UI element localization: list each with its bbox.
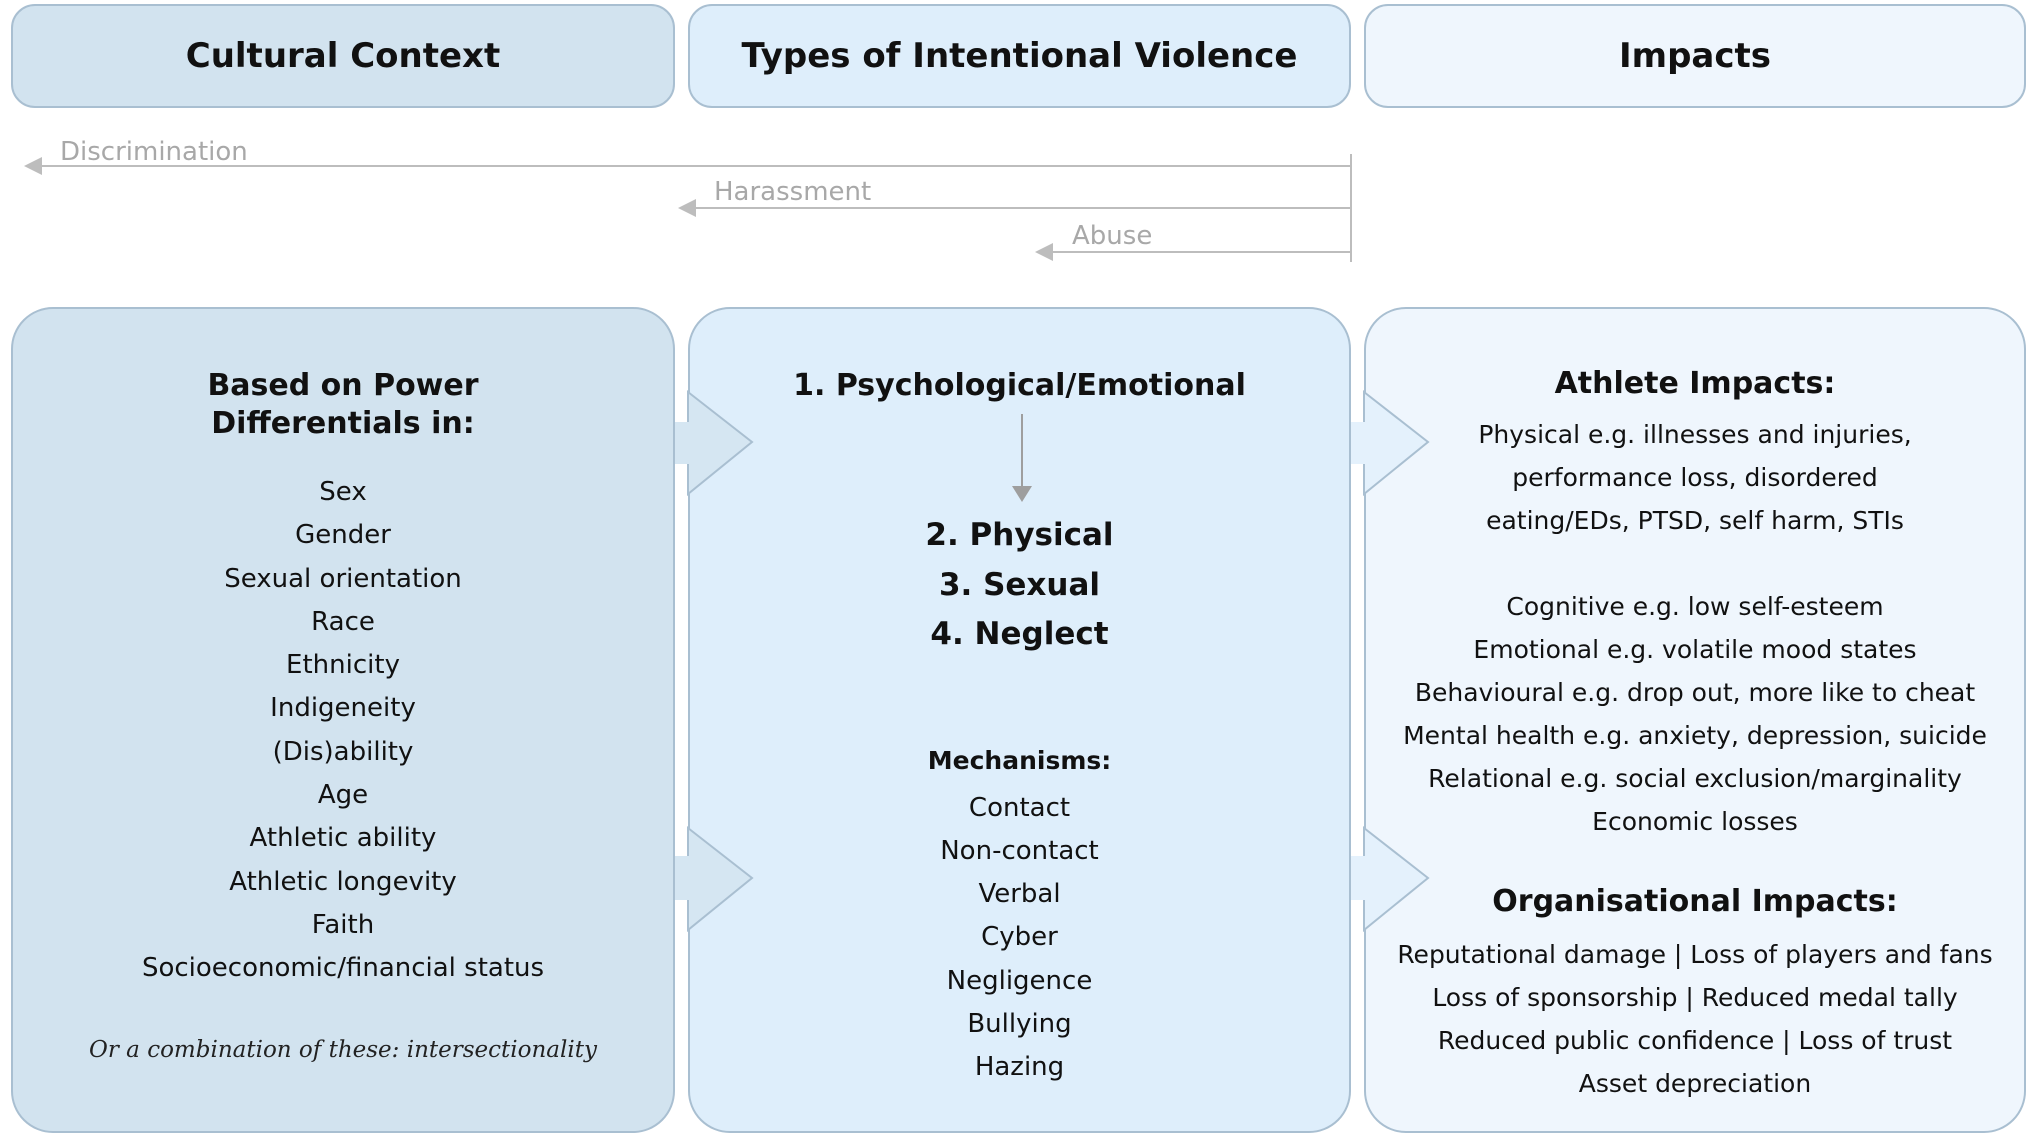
list-item: performance loss, disordered [1512,463,1878,492]
athlete-impacts-physical: Physical e.g. illnesses and injuries, pe… [1366,413,2024,542]
header-types-of-violence: Types of Intentional Violence [688,4,1351,108]
list-item: Ethnicity [286,650,400,681]
list-item: Indigeneity [270,693,416,724]
athlete-impacts-other: Cognitive e.g. low self-esteem Emotional… [1366,585,2024,843]
mechanisms-title: Mechanisms: [927,745,1112,775]
list-item: Reduced public confidence | Loss of trus… [1437,1026,1953,1055]
mechanisms-list: Contact Non-contact Verbal Cyber Neglige… [690,787,1349,1090]
list-item: Race [311,606,375,637]
continuum-label-abuse: Abuse [1072,221,1152,251]
list-item: Non-contact [940,835,1099,866]
list-item: Age [317,780,369,811]
list-item: Loss of sponsorship | Reduced medal tall… [1432,983,1958,1012]
list-item: Bullying [967,1008,1072,1039]
list-item: Asset depreciation [1578,1069,1812,1098]
power-differentials-list: Sex Gender Sexual orientation Race Ethni… [13,471,673,991]
header-types-label: Types of Intentional Violence [741,36,1298,76]
list-item: Negligence [946,965,1093,996]
panel-cultural-context: Based on Power Differentials in: Sex Gen… [11,307,675,1133]
list-item: Athletic longevity [229,866,457,897]
header-cultural-context: Cultural Context [11,4,675,108]
list-item: Cognitive e.g. low self-esteem [1506,592,1884,621]
organisational-impacts-list: Reputational damage | Loss of players an… [1366,933,2024,1105]
list-item: Emotional e.g. volatile mood states [1473,635,1917,664]
organisational-impacts-title: Organisational Impacts: [1492,884,1898,919]
intersectionality-note: Or a combination of these: intersectiona… [89,1036,597,1063]
list-item: Relational e.g. social exclusion/margina… [1428,764,1962,793]
list-item: Reputational damage | Loss of players an… [1397,940,1993,969]
list-item: Athletic ability [249,823,437,854]
type-neglect: 4. Neglect [930,616,1109,652]
header-impacts-label: Impacts [1618,36,1771,76]
panel-types-of-violence: 1. Psychological/Emotional 2. Physical 3… [688,307,1351,1133]
harassment-arrow-head [678,199,696,217]
type-sexual: 3. Sexual [938,566,1101,603]
list-item: Contact [968,792,1071,823]
athlete-impacts-title: Athlete Impacts: [1554,366,1836,401]
panel-impacts: Athlete Impacts: Physical e.g. illnesses… [1364,307,2026,1133]
type-psychological: 1. Psychological/Emotional [793,368,1246,403]
violence-types-list: 2. Physical 3. Sexual 4. Neglect [690,511,1349,660]
abuse-arrow-head [1035,243,1053,261]
list-item: Socioeconomic/financial status [141,953,545,984]
type-physical: 2. Physical [925,517,1114,553]
power-differentials-title: Based on Power Differentials in: [207,368,479,441]
list-item: Sexual orientation [224,563,462,594]
list-item: Verbal [978,879,1061,910]
continuum-label-harassment: Harassment [714,177,871,207]
list-item: (Dis)ability [272,736,414,767]
discrimination-arrow-head [24,157,42,175]
header-cultural-label: Cultural Context [185,36,501,76]
list-item: Behavioural e.g. drop out, more like to … [1414,678,1976,707]
list-item: Faith [311,909,375,940]
list-item: Gender [295,520,391,551]
list-item: eating/EDs, PTSD, self harm, STIs [1486,506,1904,535]
list-item: Economic losses [1592,807,1798,836]
list-item: Sex [319,477,367,507]
list-item: Cyber [981,922,1058,953]
continuum-label-discrimination: Discrimination [60,137,248,167]
list-item: Physical e.g. illnesses and injuries, [1478,420,1912,449]
list-item: Mental health e.g. anxiety, depression, … [1403,721,1987,750]
list-item: Hazing [974,1052,1065,1083]
header-impacts: Impacts [1364,4,2026,108]
